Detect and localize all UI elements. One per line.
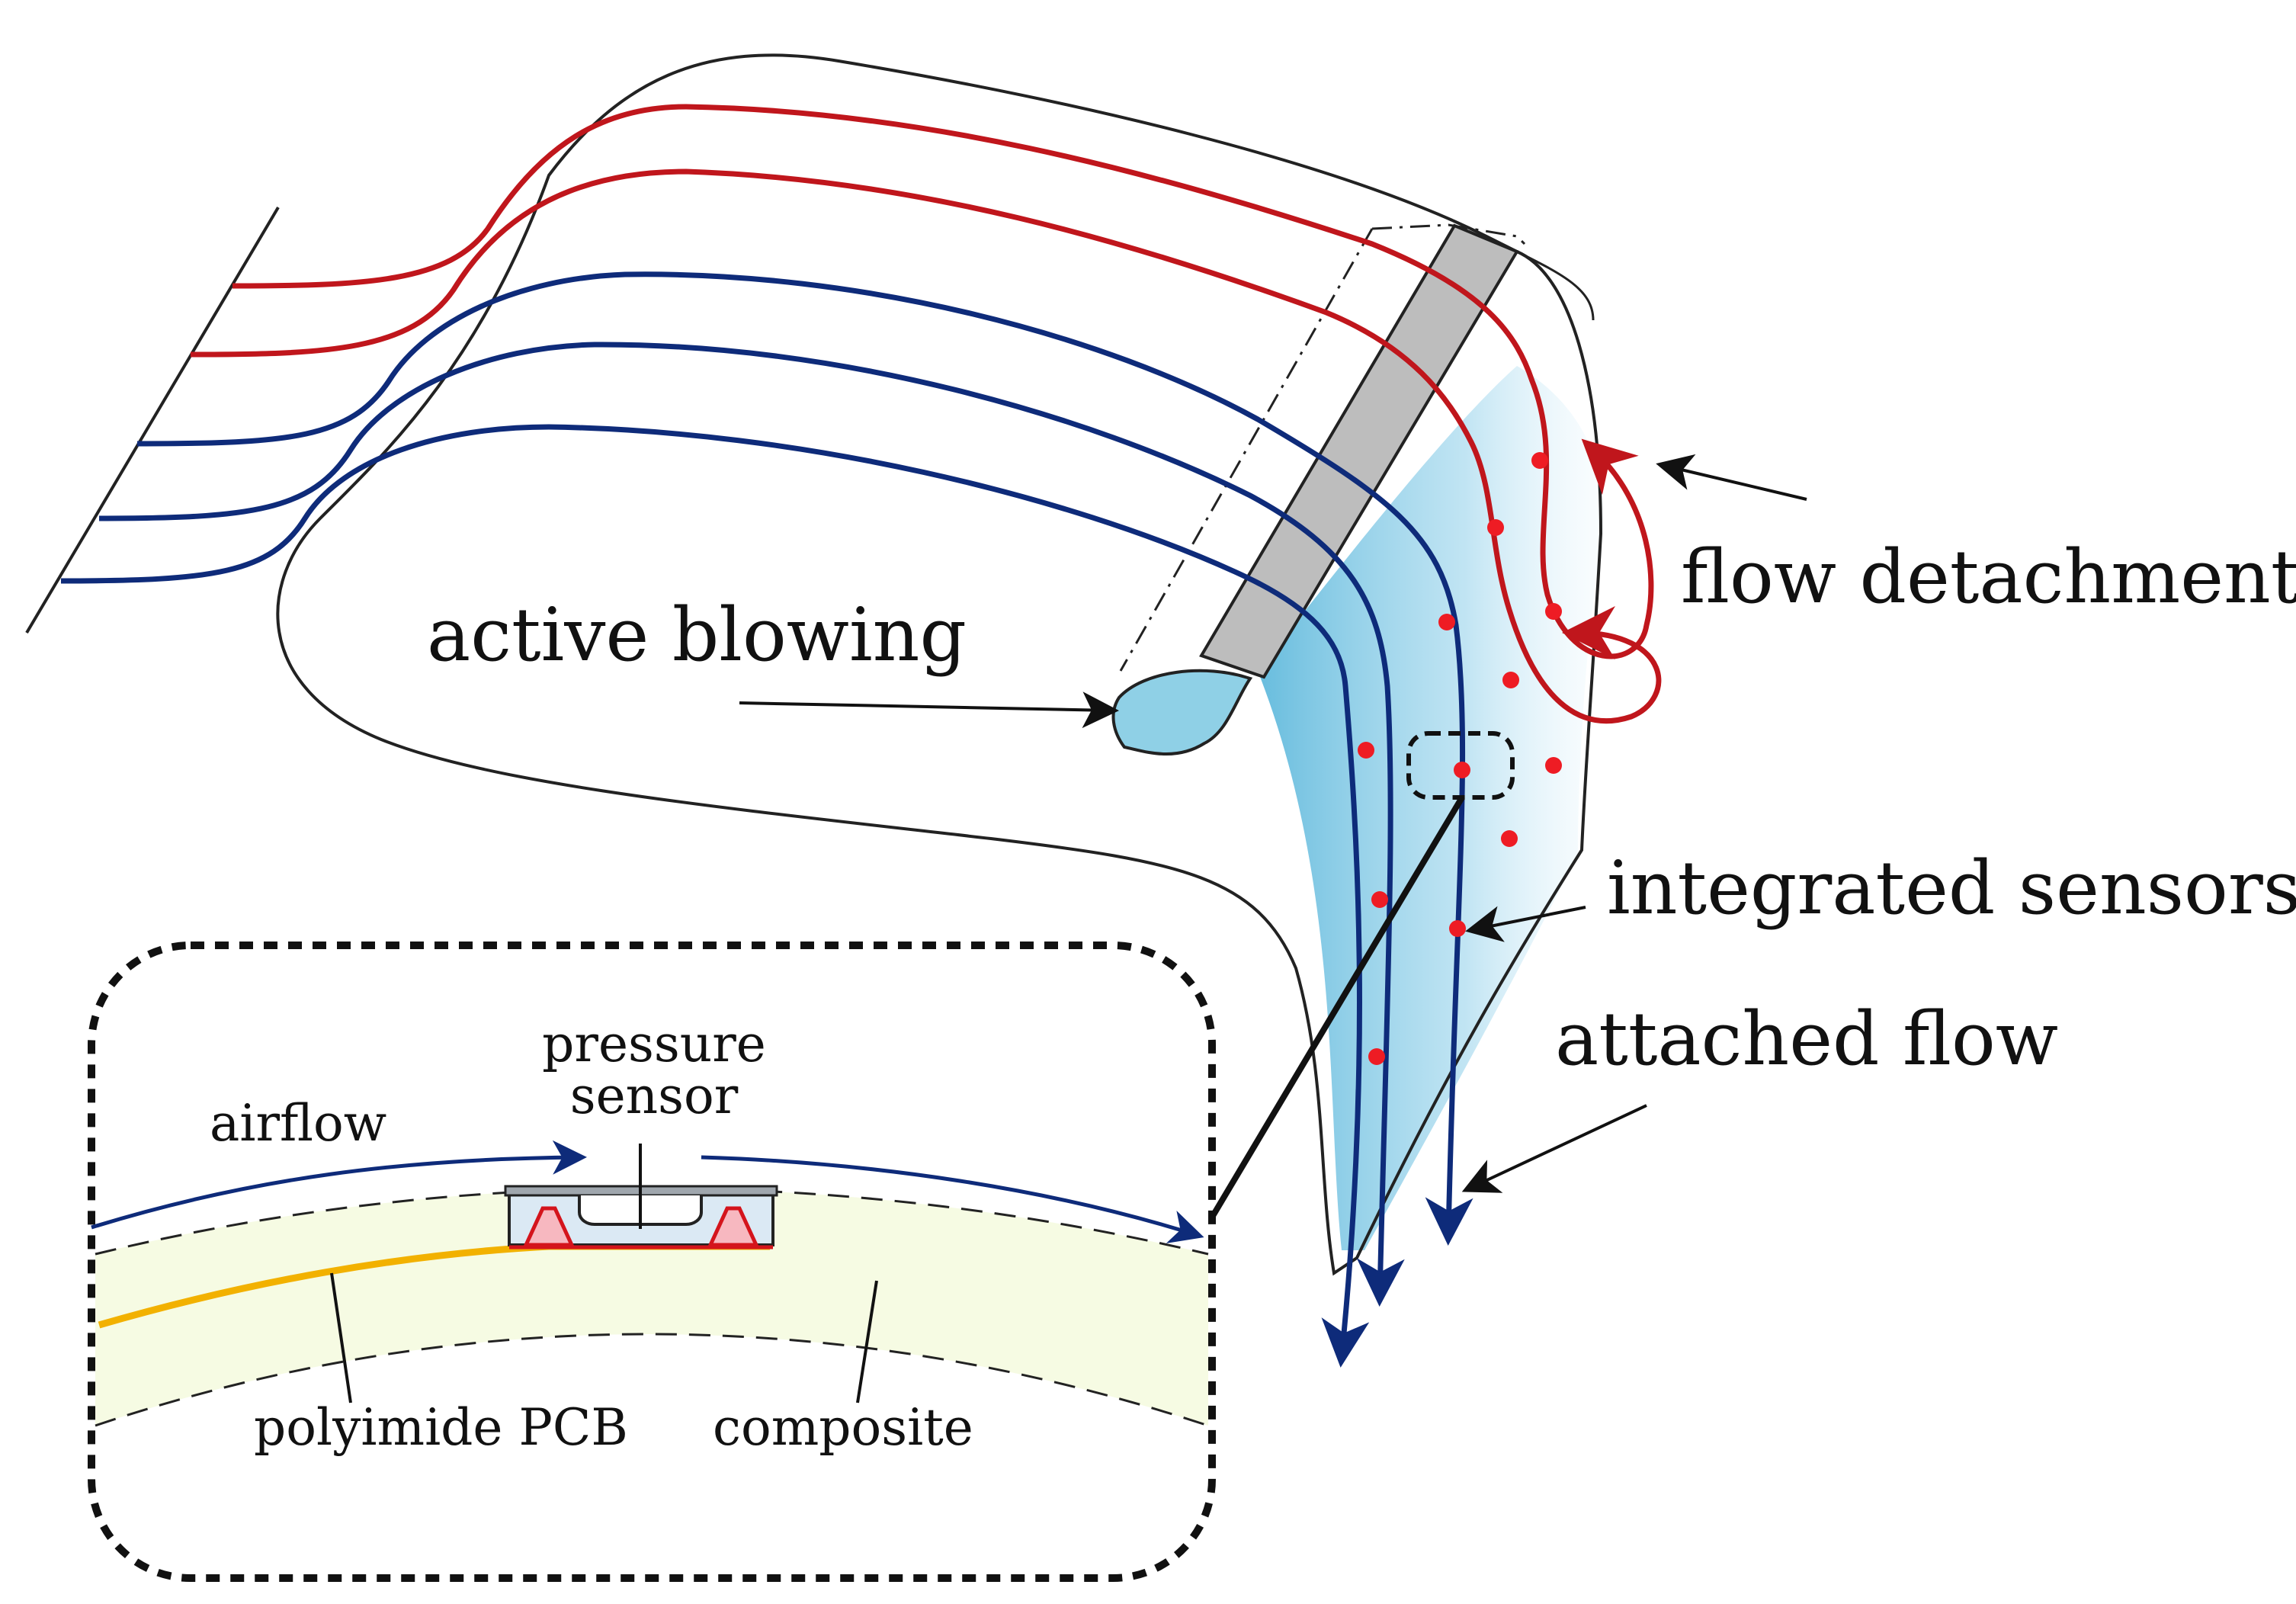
label-composite: composite [713, 1398, 973, 1457]
flap-surface [1258, 366, 1604, 1250]
streamline-attached-2 [98, 342, 1405, 1307]
arrow-icon [1465, 906, 1586, 942]
label-integrated-sensors: integrated sensors [1607, 845, 2296, 931]
arrow-icon [739, 691, 1119, 729]
red-dot-icon [1368, 1048, 1385, 1065]
label-airflow: airflow [210, 1094, 386, 1153]
inset-cross-section: airflow pressure sensor polyimide PCB co… [88, 942, 1216, 1582]
leader-composite [856, 1280, 878, 1404]
arrow-icon [1656, 454, 1807, 501]
arrow-icon [1461, 1104, 1647, 1193]
label-attached-flow: attached flow [1555, 996, 2058, 1082]
red-dot-icon [1501, 830, 1518, 847]
polyimide-pcb-trace [98, 1243, 770, 1329]
blowing-slot-plate [1199, 223, 1519, 679]
airflow-arrow-downstream [701, 1155, 1204, 1243]
label-active-blowing: active blowing [427, 592, 967, 678]
flap-leading-edge-outline [1516, 250, 1595, 321]
wing-outline [276, 53, 1603, 1276]
inflow-reference-line [25, 206, 280, 634]
leader-polyimide-pcb [330, 1272, 352, 1404]
label-flow-detachment: flow detachment [1681, 534, 2296, 620]
red-dot-icon [1371, 891, 1388, 908]
label-polyimide-pcb: polyimide PCB [254, 1398, 628, 1457]
red-dot-icon [1545, 757, 1562, 774]
red-dot-icon [1438, 614, 1455, 630]
airflow-arrow-upstream [91, 1140, 587, 1230]
red-dot-icon [1487, 519, 1504, 536]
streamline-detached-2 [190, 168, 1662, 724]
streamline-attached-1 [136, 271, 1473, 1246]
label-pressure-line2: sensor [570, 1067, 739, 1125]
red-dot-icon [1531, 452, 1548, 469]
composite-layer [95, 1188, 1208, 1426]
slot-dashdot-line [1119, 223, 1526, 672]
composite-top-boundary [95, 1187, 1209, 1256]
blowing-jet [1111, 669, 1253, 755]
streamline-detached-1 [232, 104, 1654, 659]
label-pressure-line1: pressure [542, 1015, 766, 1073]
red-dot-icon [1449, 920, 1466, 937]
sensor-dots [1358, 452, 1562, 1065]
red-dot-icon [1502, 672, 1519, 688]
zoom-connector-line [1207, 795, 1465, 1222]
red-dot-icon [1358, 742, 1374, 759]
red-dot-icon [1545, 603, 1562, 620]
streamline-attached-3 [60, 424, 1370, 1368]
red-dot-icon [1454, 762, 1470, 778]
composite-bottom-boundary [95, 1333, 1209, 1427]
